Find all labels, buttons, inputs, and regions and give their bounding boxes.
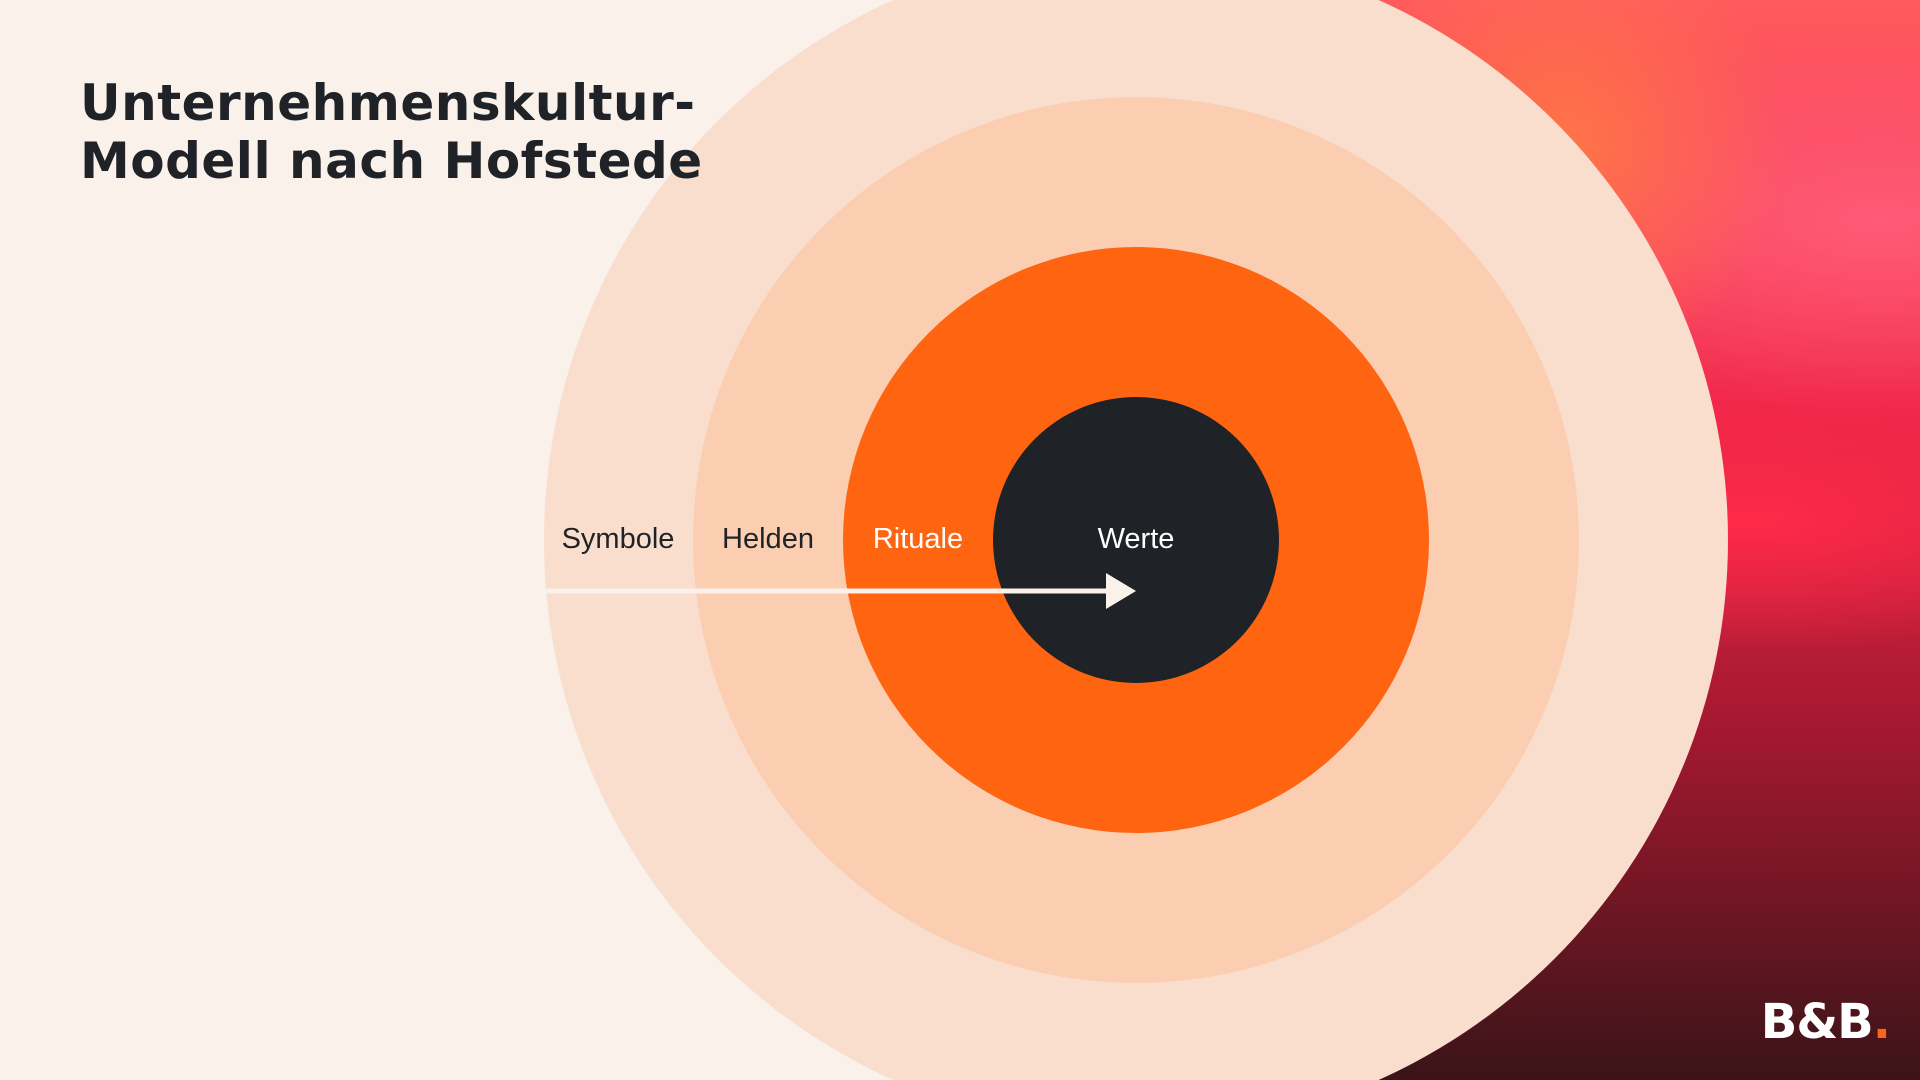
arrow-head-icon [1106, 573, 1136, 609]
logo-text: B&B [1760, 994, 1874, 1050]
title-line-2: Modell nach Hofstede [80, 132, 703, 190]
title-line-1: Unternehmenskultur- [80, 74, 696, 132]
label-werte: Werte [1098, 523, 1175, 555]
label-rituale: Rituale [873, 523, 963, 555]
brand-logo: B&B. [1760, 994, 1891, 1050]
label-helden: Helden [722, 523, 814, 555]
label-symbole: Symbole [562, 523, 675, 555]
page-title: Unternehmenskultur- Modell nach Hofstede [80, 74, 840, 190]
logo-dot: . [1872, 994, 1891, 1050]
layer-werte-core [993, 397, 1279, 683]
